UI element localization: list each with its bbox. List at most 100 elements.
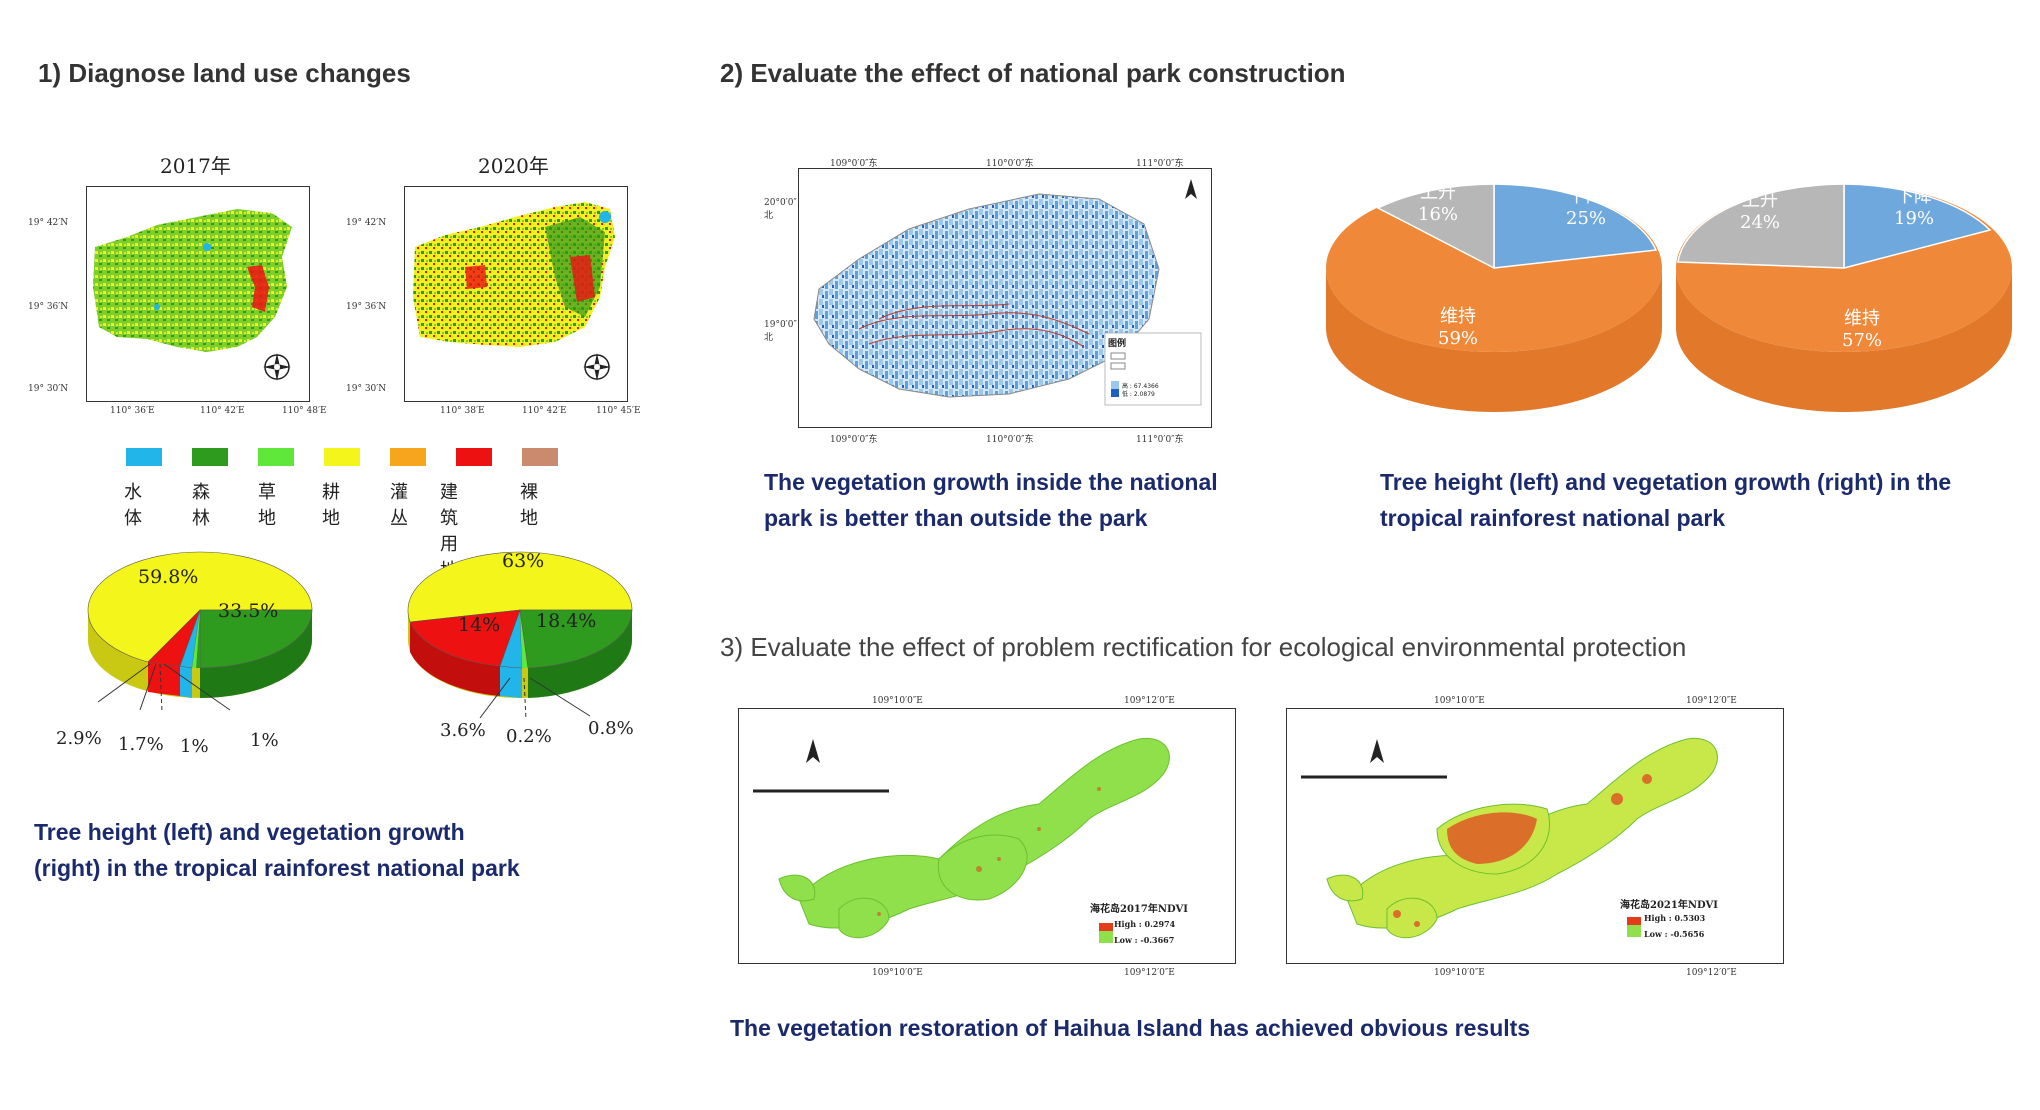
np-map-legend-title: 图例 <box>1108 339 1127 349</box>
pie-2020-label-built: 14% <box>458 614 501 636</box>
pie-vegetation-growth-down-pct: 19% <box>1894 208 1935 229</box>
legend-label-built: 建筑用地 <box>440 482 458 581</box>
panel-2-map-caption: The vegetation growth inside the nationa… <box>764 464 1218 536</box>
pie-chart-2020 <box>407 551 633 698</box>
pie-vegetation-growth-up-text: 上升 <box>1742 190 1778 211</box>
map-2017-ylabel-1: 19° 42′N <box>28 218 69 228</box>
ndvi-2021-legend-title: 海花岛2021年NDVI <box>1620 900 1718 911</box>
national-park-map <box>798 168 1212 428</box>
map-2020-xlabel-2: 110° 42′E <box>522 406 567 416</box>
ndvi-2017-top-label-1: 109°10′0″E <box>872 696 923 706</box>
legend-swatch-forest <box>192 448 228 466</box>
pie-tree-height-label-down: 下降 25% <box>1566 186 1606 230</box>
map-2020-ylabel-3: 19° 30′N <box>346 384 387 394</box>
land-use-map-2017 <box>86 186 310 402</box>
ndvi-2021-bottom-label-1: 109°10′0″E <box>1434 968 1485 978</box>
pie-2017-label-built: 2.9% <box>56 728 102 749</box>
section-3-title: 3) Evaluate the effect of problem rectif… <box>720 632 1687 662</box>
ndvi-2017-bottom-label-1: 109°10′0″E <box>872 968 923 978</box>
legend-swatch-bare <box>522 448 558 466</box>
ndvi-2021-top-label-1: 109°10′0″E <box>1434 696 1485 706</box>
np-map-bottom-label-3: 111°0′0″东 <box>1136 435 1184 445</box>
legend-label-bare: 裸地 <box>520 482 538 529</box>
pie-tree-height-label-up: 上升 16% <box>1418 182 1458 226</box>
np-map-bottom-label-1: 109°0′0″东 <box>830 435 878 445</box>
np-map-top-label-3: 111°0′0″东 <box>1136 159 1184 169</box>
ndvi-2017-top-label-2: 109°12′0″E <box>1124 696 1175 706</box>
ndvi-2021-legend-high: High : 0.5303 <box>1644 913 1706 923</box>
ndvi-2017-legend-title: 海花岛2017年NDVI <box>1090 904 1188 915</box>
map-2020-ylabel-1: 19° 42′N <box>346 218 387 228</box>
pie-2020-label-cropland: 63% <box>502 550 545 572</box>
pie-chart-2017 <box>87 551 313 698</box>
legend-label-water: 水体 <box>124 482 142 529</box>
legend-swatch-built <box>456 448 492 466</box>
map-2020-ylabel-2: 19° 36′N <box>346 302 387 312</box>
land-use-map-2020 <box>404 186 628 402</box>
np-map-top-label-1: 109°0′0″东 <box>830 159 878 169</box>
pie-vegetation-growth-label-up: 上升 24% <box>1740 190 1780 234</box>
legend-swatch-cropland <box>324 448 360 466</box>
ndvi-2021-legend-low: Low : -0.5656 <box>1644 929 1705 939</box>
pie-2020-label-forest: 18.4% <box>536 610 597 632</box>
panel-2-pies-caption-line-1: Tree height (left) and vegetation growth… <box>1380 469 1952 495</box>
panel-1-caption-line-2: (right) in the tropical rainforest natio… <box>34 855 520 881</box>
map-2017-ylabel-2: 19° 36′N <box>28 302 69 312</box>
pie-2017-leader-lines <box>97 663 231 713</box>
map-2017-xlabel-3: 110° 48′E <box>282 406 327 416</box>
pie-tree-height-down-pct: 25% <box>1566 208 1607 229</box>
pie-tree-height-up-pct: 16% <box>1418 204 1459 225</box>
pie-chart-vegetation-growth <box>1676 183 2012 412</box>
panel-2-pies-caption-line-2: tropical rainforest national park <box>1380 505 1726 531</box>
np-map-left-label-2: 19°0′0″北 <box>764 320 797 343</box>
ndvi-2017-bottom-label-2: 109°12′0″E <box>1124 968 1175 978</box>
pie-2017-label-other: 1% <box>250 730 279 751</box>
pie-chart-tree-height <box>1326 183 1662 412</box>
pie-2020-label-other: 0.8% <box>588 718 634 739</box>
np-map-left-label-1: 20°0′0″北 <box>764 198 797 221</box>
panel-1-caption-line-1: Tree height (left) and vegetation growth <box>34 819 465 845</box>
pie-2017-label-cropland: 59.8% <box>138 566 199 588</box>
map-2017-xlabel-1: 110° 36′E <box>110 406 155 416</box>
pie-2017-label-grass: 1% <box>180 736 209 757</box>
pie-tree-height-label-keep: 维持 59% <box>1438 306 1478 350</box>
legend-label-grassland: 草地 <box>258 482 276 529</box>
legend-swatch-water <box>126 448 162 466</box>
legend-label-shrub: 灌丛 <box>390 482 408 529</box>
map-2020-title: 2020年 <box>478 154 549 178</box>
pie-tree-height-up-text: 上升 <box>1420 182 1456 203</box>
pie-vegetation-growth-label-keep: 维持 57% <box>1842 308 1882 352</box>
np-map-legend-low: 低 : 2.0879 <box>1122 391 1155 398</box>
pie-2020-label-grass: 0.2% <box>506 726 552 747</box>
pie-2017-label-water: 1.7% <box>118 734 164 755</box>
ndvi-2017-legend-high: High : 0.2974 <box>1114 919 1176 929</box>
section-1-title: 1) Diagnose land use changes <box>38 58 411 88</box>
pie-tree-height-keep-pct: 59% <box>1438 328 1479 349</box>
pie-tree-height-keep-text: 维持 <box>1440 306 1476 327</box>
pie-vegetation-growth-keep-text: 维持 <box>1844 308 1880 329</box>
legend-swatch-grassland <box>258 448 294 466</box>
np-map-bottom-label-2: 110°0′0″东 <box>986 435 1034 445</box>
ndvi-map-2017 <box>738 708 1236 964</box>
panel-2-pies-caption: Tree height (left) and vegetation growth… <box>1380 464 1951 536</box>
panel-2-map-caption-line-2: park is better than outside the park <box>764 505 1148 531</box>
panel-1-caption: Tree height (left) and vegetation growth… <box>34 814 520 886</box>
np-map-top-label-2: 110°0′0″东 <box>986 159 1034 169</box>
pie-vegetation-growth-label-down: 下降 19% <box>1894 186 1934 230</box>
panel-2-map-caption-line-1: The vegetation growth inside the nationa… <box>764 469 1218 495</box>
pie-2020-label-water: 3.6% <box>440 720 486 741</box>
legend-label-forest: 森林 <box>192 482 210 529</box>
pie-2020-leader-lines <box>479 677 591 721</box>
pie-vegetation-growth-up-pct: 24% <box>1740 212 1781 233</box>
ndvi-map-2021 <box>1286 708 1784 964</box>
map-2017-title: 2017年 <box>160 154 231 178</box>
np-map-legend-high: 高 : 67.4366 <box>1122 383 1159 390</box>
section-2-title: 2) Evaluate the effect of national park … <box>720 58 1346 88</box>
panel-3-caption: The vegetation restoration of Haihua Isl… <box>730 1015 1531 1041</box>
map-2020-xlabel-3: 110° 45′E <box>596 406 641 416</box>
map-2017-ylabel-3: 19° 30′N <box>28 384 69 394</box>
ndvi-2021-top-label-2: 109°12′0″E <box>1686 696 1737 706</box>
ndvi-2017-legend-low: Low : -0.3667 <box>1114 935 1175 945</box>
pie-vegetation-growth-down-text: 下降 <box>1896 186 1932 207</box>
pie-2017-label-forest: 33.5% <box>218 600 279 622</box>
